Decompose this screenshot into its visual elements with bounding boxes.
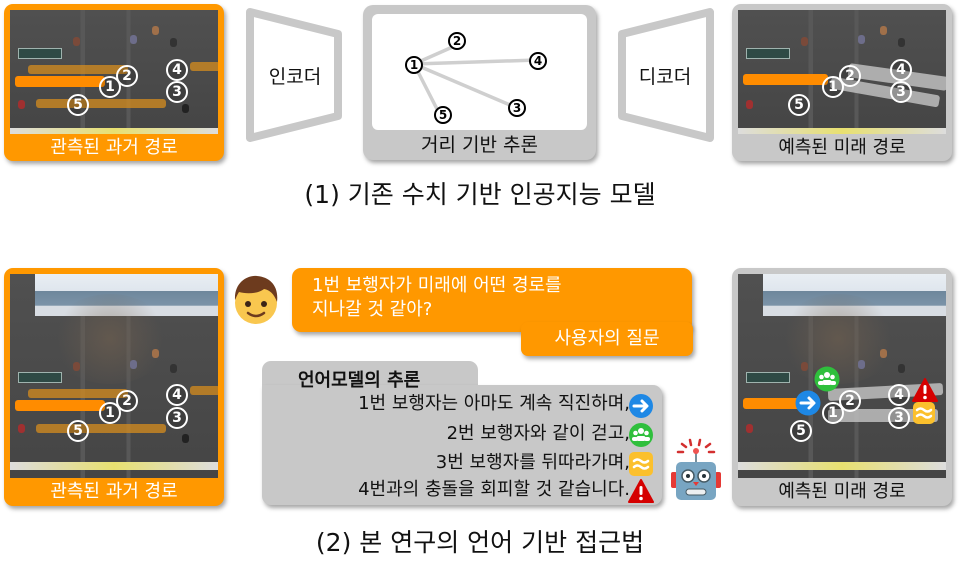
warning-icon xyxy=(628,479,654,503)
observed-past-path-panel-bottom: 1 2 3 4 5 관측된 과거 경로 xyxy=(4,268,224,506)
right-arrow-icon xyxy=(795,390,821,416)
pedestrian-marker-2: 2 xyxy=(839,65,861,87)
pedestrian-marker-3: 3 xyxy=(890,81,912,103)
pedestrian-marker-1: 1 xyxy=(822,76,844,98)
graph-node-4: 4 xyxy=(529,52,547,70)
pedestrian-marker-1: 1 xyxy=(99,402,121,424)
pedestrian-marker-4: 4 xyxy=(166,384,188,406)
distance-reasoning-label: 거리 기반 추론 xyxy=(421,134,538,156)
pedestrian-marker-5: 5 xyxy=(790,420,812,442)
lm-reasoning-title: 언어모델의 추론 xyxy=(298,370,421,391)
user-question-tag: 사용자의 질문 xyxy=(521,322,693,356)
follow-wave-icon xyxy=(913,402,935,424)
decoder-block: 디코더 xyxy=(614,6,716,142)
graph-node-2: 2 xyxy=(448,32,466,50)
decoder-label: 디코더 xyxy=(638,66,692,88)
panel-label: 관측된 과거 경로 xyxy=(50,481,178,502)
pedestrian-marker-5: 5 xyxy=(788,94,810,116)
interaction-graph: 1 2 4 3 5 xyxy=(372,14,587,130)
pedestrian-marker-2: 2 xyxy=(116,390,138,412)
graph-node-1: 1 xyxy=(405,56,423,74)
graph-edges xyxy=(412,43,539,113)
street-scene-image: 1 2 3 4 5 xyxy=(738,274,946,478)
group-icon xyxy=(814,366,840,392)
right-arrow-icon xyxy=(629,394,653,418)
encoder-block: 인코더 xyxy=(244,6,346,142)
distance-reasoning-box: 1 2 4 3 5 거리 기반 추론 xyxy=(363,5,596,160)
pedestrian-marker-3: 3 xyxy=(166,407,188,429)
pedestrian-marker-4: 4 xyxy=(166,59,188,81)
observed-past-path-panel-top: 1 2 3 4 5 관측된 과거 경로 xyxy=(4,4,224,161)
panel-label: 예측된 미래 경로 xyxy=(778,481,906,502)
street-scene-image: 1 2 3 4 5 xyxy=(738,10,946,134)
pedestrian-marker-5: 5 xyxy=(67,420,89,442)
pedestrian-marker-1: 1 xyxy=(822,402,844,424)
lm-reasoning-box xyxy=(262,385,662,505)
encoder-trapezoid-shape xyxy=(246,8,342,142)
predicted-future-path-panel-top: 1 2 3 4 5 예측된 미래 경로 xyxy=(732,4,952,161)
user-question-line-1: 1번 보행자가 미래에 어떤 경로를 xyxy=(312,275,562,296)
pedestrian-marker-2: 2 xyxy=(116,65,138,87)
graph-node-3: 3 xyxy=(508,99,526,117)
panel-label: 관측된 과거 경로 xyxy=(50,137,178,158)
pedestrian-marker-3: 3 xyxy=(888,407,910,429)
pedestrian-marker-3: 3 xyxy=(166,81,188,103)
street-scene-image: 1 2 3 4 5 xyxy=(10,10,218,134)
encoder-label: 인코더 xyxy=(268,66,322,88)
lm-reasoning-line-1: 1번 보행자는 아마도 계속 직진하며, xyxy=(358,393,630,414)
pedestrian-marker-1: 1 xyxy=(99,76,121,98)
group-icon xyxy=(629,423,653,447)
graph-node-5: 5 xyxy=(434,106,452,124)
pedestrian-marker-5: 5 xyxy=(67,94,89,116)
pedestrian-marker-2: 2 xyxy=(839,390,861,412)
decoder-trapezoid-shape xyxy=(618,8,714,142)
lm-reasoning-line-4: 4번과의 충돌을 회피할 것 같습니다. xyxy=(358,479,630,500)
predicted-future-path-panel-bottom: 1 2 3 4 5 예측된 미래 경로 xyxy=(732,268,952,506)
pedestrian-marker-4: 4 xyxy=(888,384,910,406)
pedestrian-marker-4: 4 xyxy=(890,59,912,81)
user-question-bubble: 1번 보행자가 미래에 어떤 경로를 지나갈 것 같아? xyxy=(292,268,692,332)
lm-reasoning-line-2: 2번 보행자와 같이 걷고, xyxy=(446,423,630,444)
user-avatar-icon xyxy=(234,275,278,324)
panel-label: 예측된 미래 경로 xyxy=(778,137,906,158)
robot-icon xyxy=(671,438,721,500)
follow-wave-icon xyxy=(629,452,653,476)
section2-caption: (2) 본 연구의 언어 기반 접근법 xyxy=(315,528,645,557)
street-scene-image: 1 2 3 4 5 xyxy=(10,274,218,478)
lm-reasoning-line-3: 3번 보행자를 뒤따라가며, xyxy=(435,452,630,473)
user-question-line-2: 지나갈 것 같아? xyxy=(312,299,433,320)
section1-caption: (1) 기존 수치 기반 인공지능 모델 xyxy=(304,180,656,209)
warning-icon xyxy=(912,378,938,402)
